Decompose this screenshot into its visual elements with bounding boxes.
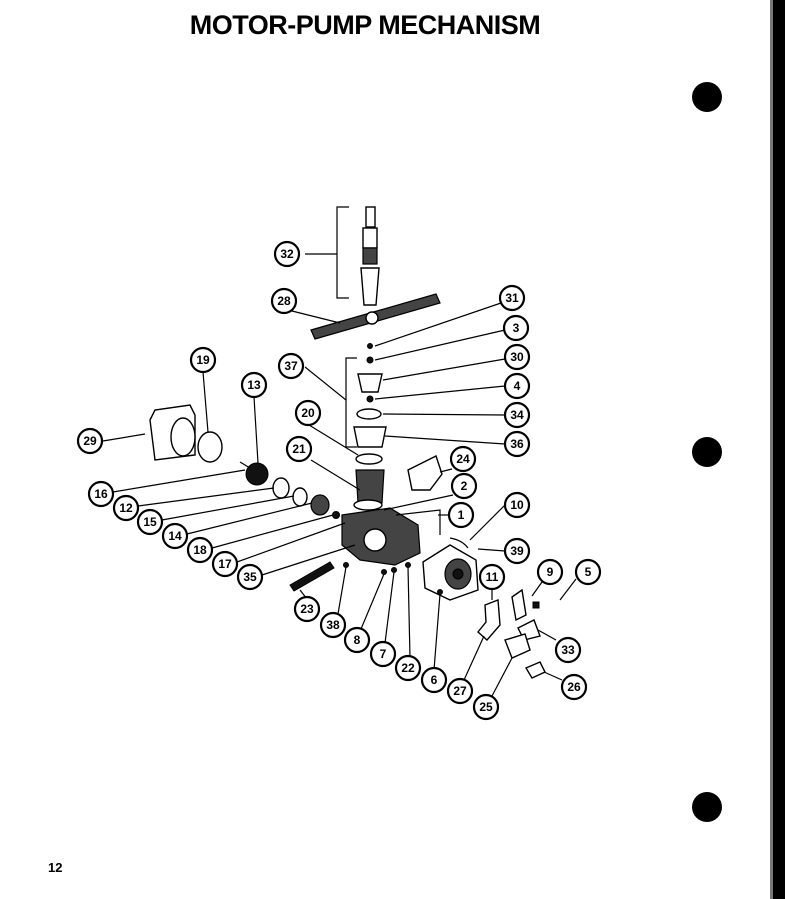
callout-30: 30: [503, 343, 531, 371]
svg-text:29: 29: [83, 434, 97, 448]
callout-22: 22: [394, 654, 422, 682]
svg-text:13: 13: [247, 378, 261, 392]
svg-text:39: 39: [510, 544, 524, 558]
callout-29: 29: [76, 427, 104, 455]
svg-text:35: 35: [243, 570, 257, 584]
callout-28: 28: [270, 287, 298, 315]
callout-33: 33: [554, 636, 582, 664]
punch-hole-top: [692, 82, 722, 112]
callout-27: 27: [446, 677, 474, 705]
callout-9: 9: [536, 558, 564, 586]
callout-35: 35: [236, 563, 264, 591]
callout-21: 21: [285, 435, 313, 463]
callout-2: 2: [450, 472, 478, 500]
page-title: MOTOR-PUMP MECHANISM: [189, 10, 541, 40]
callout-36: 36: [503, 430, 531, 458]
svg-text:10: 10: [510, 498, 524, 512]
callout-6: 6: [420, 666, 448, 694]
callout-26: 26: [560, 673, 588, 701]
svg-text:32: 32: [280, 247, 294, 261]
svg-text:31: 31: [505, 291, 519, 305]
callout-18: 18: [186, 536, 214, 564]
callout-32: 32: [273, 240, 301, 268]
callout-34: 34: [503, 401, 531, 429]
svg-text:24: 24: [456, 452, 470, 466]
svg-text:23: 23: [300, 602, 314, 616]
svg-text:17: 17: [218, 557, 232, 571]
callout-1: 1: [447, 501, 475, 529]
svg-text:26: 26: [567, 680, 581, 694]
callout-38: 38: [319, 611, 347, 639]
svg-text:22: 22: [401, 661, 415, 675]
svg-text:7: 7: [380, 647, 387, 661]
callout-11: 11: [478, 563, 506, 591]
callout-23: 23: [293, 595, 321, 623]
svg-text:5: 5: [585, 565, 592, 579]
svg-text:6: 6: [431, 673, 438, 687]
svg-text:27: 27: [453, 684, 467, 698]
callout-4: 4: [503, 372, 531, 400]
callout-7: 7: [369, 640, 397, 668]
binding-edge: [773, 0, 785, 899]
callout-12: 12: [112, 494, 140, 522]
svg-text:36: 36: [510, 437, 524, 451]
svg-text:3: 3: [513, 321, 520, 335]
binding-edge-shadow: [770, 0, 773, 899]
svg-text:9: 9: [547, 565, 554, 579]
svg-text:1: 1: [458, 508, 465, 522]
svg-text:14: 14: [168, 529, 182, 543]
punch-hole-bottom: [692, 792, 722, 822]
callout-25: 25: [472, 693, 500, 721]
callout-17: 17: [211, 550, 239, 578]
callout-39: 39: [503, 537, 531, 565]
callout-19: 19: [189, 346, 217, 374]
svg-text:38: 38: [326, 618, 340, 632]
svg-text:2: 2: [461, 479, 468, 493]
svg-text:15: 15: [143, 515, 157, 529]
callout-16: 16: [87, 480, 115, 508]
svg-text:28: 28: [277, 294, 291, 308]
svg-text:33: 33: [561, 643, 575, 657]
callout-10: 10: [503, 491, 531, 519]
svg-text:11: 11: [486, 570, 499, 584]
svg-text:21: 21: [292, 442, 306, 456]
callout-3: 3: [502, 314, 530, 342]
svg-text:8: 8: [354, 633, 361, 647]
callout-24: 24: [449, 445, 477, 473]
callout-14: 14: [161, 522, 189, 550]
svg-text:30: 30: [510, 350, 524, 364]
svg-text:37: 37: [284, 359, 298, 373]
leader-lines: [102, 302, 577, 697]
svg-text:4: 4: [514, 379, 521, 393]
callout-8: 8: [343, 626, 371, 654]
svg-text:25: 25: [479, 700, 493, 714]
callout-15: 15: [136, 508, 164, 536]
svg-text:18: 18: [193, 543, 207, 557]
svg-text:12: 12: [119, 501, 133, 515]
callout-37: 37: [277, 352, 305, 380]
page-number: 12: [48, 860, 63, 875]
parts-artwork: [149, 206, 546, 679]
svg-text:19: 19: [196, 353, 210, 367]
punch-hole-middle: [692, 437, 722, 467]
callout-5: 5: [574, 558, 602, 586]
svg-text:34: 34: [510, 408, 524, 422]
callout-20: 20: [294, 399, 322, 427]
callout-13: 13: [240, 371, 268, 399]
svg-text:20: 20: [301, 406, 315, 420]
svg-text:16: 16: [94, 487, 108, 501]
callout-31: 31: [498, 284, 526, 312]
